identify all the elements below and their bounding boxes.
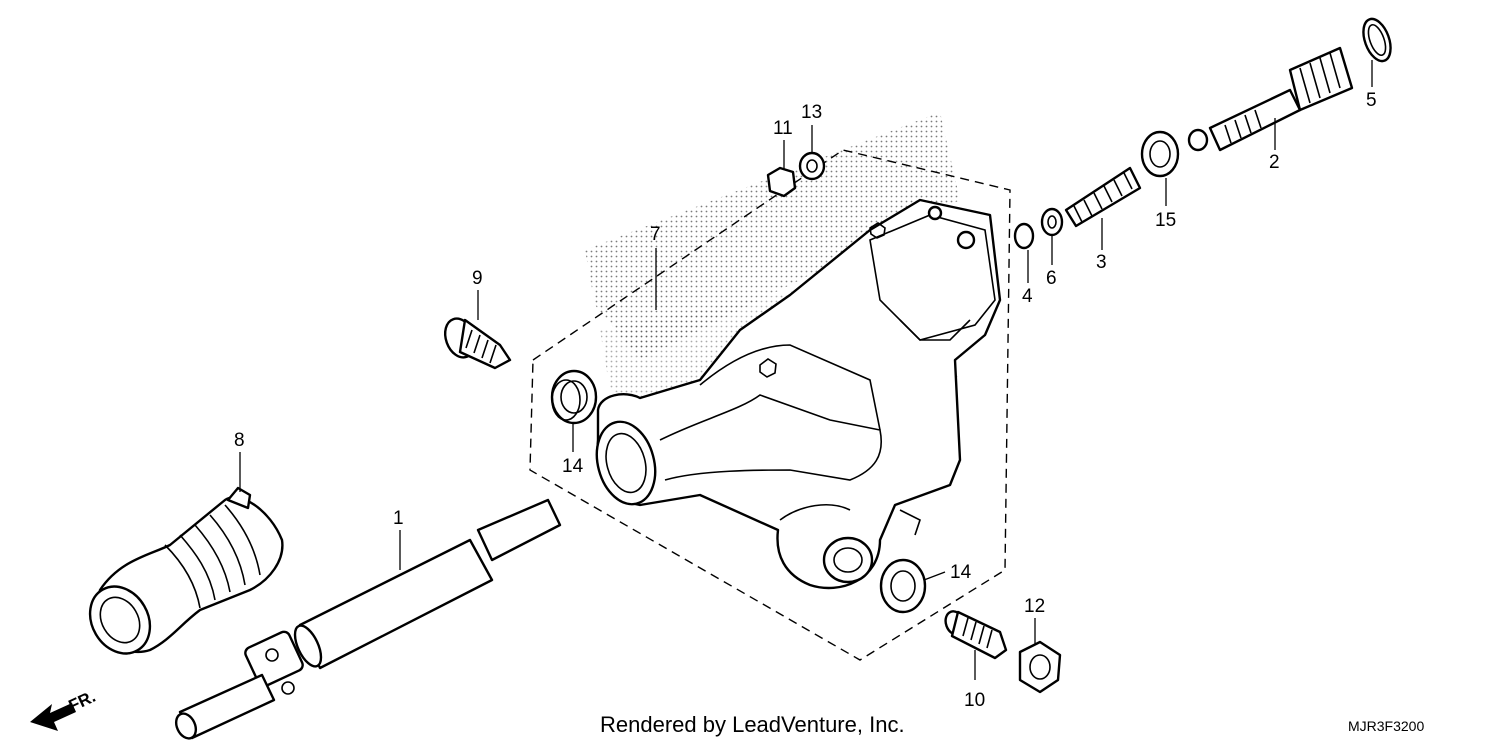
pivot-plug <box>443 317 512 370</box>
diagram-code: MJR3F3200 <box>1348 718 1424 734</box>
nut-washer-top <box>766 151 826 198</box>
callout-14-lower: 14 <box>950 562 972 583</box>
final-drive-parts <box>1013 17 1392 250</box>
callout-4: 4 <box>1022 286 1033 307</box>
render-credit: Rendered by LeadVenture, Inc. <box>600 712 905 737</box>
callout-11: 11 <box>773 118 793 139</box>
callout-2: 2 <box>1269 152 1280 173</box>
callout-12: 12 <box>1024 596 1045 617</box>
callout-3: 3 <box>1096 252 1107 273</box>
front-direction-arrow: FR. <box>30 687 99 731</box>
pivot-bolt-nut <box>944 610 1062 694</box>
callout-7: 7 <box>650 224 661 245</box>
callout-9: 9 <box>472 268 483 289</box>
callout-5: 5 <box>1366 90 1377 111</box>
leader-lines <box>239 60 1373 680</box>
assembly-outline <box>529 149 1011 661</box>
callout-13: 13 <box>801 102 822 123</box>
swingarm <box>595 198 1002 590</box>
callout-1: 1 <box>393 508 404 529</box>
callout-labels: 1 2 3 4 5 6 7 8 9 10 11 12 13 14 14 15 <box>234 90 1377 711</box>
rubber-boot <box>88 486 284 655</box>
callout-15: 15 <box>1155 210 1176 231</box>
callout-8: 8 <box>234 430 245 451</box>
callout-10: 10 <box>964 690 985 711</box>
drive-shaft <box>174 498 562 740</box>
bearing-upper <box>550 369 598 425</box>
callout-6: 6 <box>1046 268 1057 289</box>
callout-14-upper: 14 <box>562 456 584 477</box>
bearing-lower <box>879 558 927 614</box>
